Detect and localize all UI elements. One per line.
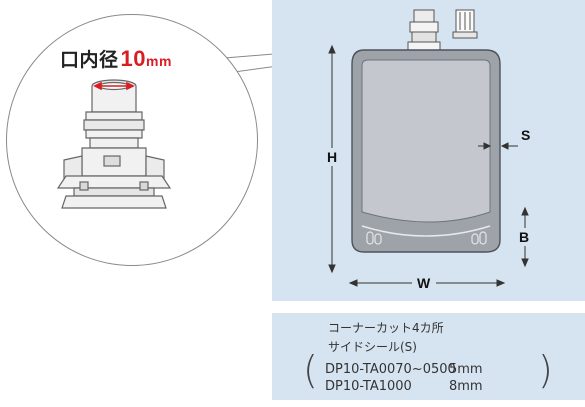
corner-cut-note: コーナーカット4カ所 bbox=[328, 321, 444, 335]
bottom-label: B bbox=[519, 229, 530, 245]
pouch-illustration bbox=[325, 9, 532, 291]
inner-diameter-value: 10 bbox=[120, 46, 146, 71]
right-paren: ) bbox=[538, 348, 553, 392]
inner-diameter-label: 口内径10mm bbox=[60, 45, 172, 72]
seal-width: 5mm bbox=[449, 362, 483, 377]
spec-info-box: コーナーカット4カ所 サイドシール(S) ( ) DP10-TA0070~050… bbox=[272, 313, 585, 400]
side-seal-note: サイドシール(S) bbox=[328, 340, 417, 354]
height-label: H bbox=[327, 149, 338, 165]
width-label: W bbox=[417, 275, 431, 291]
seal-width: 8mm bbox=[449, 379, 483, 394]
product-panel: H W S B bbox=[272, 0, 585, 301]
model-row: DP10-TA1000 8mm bbox=[325, 379, 483, 394]
spout-gap-label: S bbox=[521, 127, 531, 143]
model-row: DP10-TA0070~05005mm bbox=[325, 362, 483, 377]
inner-diameter-text: 口内径 bbox=[60, 49, 119, 71]
inner-diameter-unit: mm bbox=[146, 53, 172, 69]
model-number: DP10-TA1000 bbox=[325, 379, 412, 394]
left-paren: ( bbox=[303, 348, 318, 392]
model-number: DP10-TA0070~0500 bbox=[325, 362, 456, 377]
